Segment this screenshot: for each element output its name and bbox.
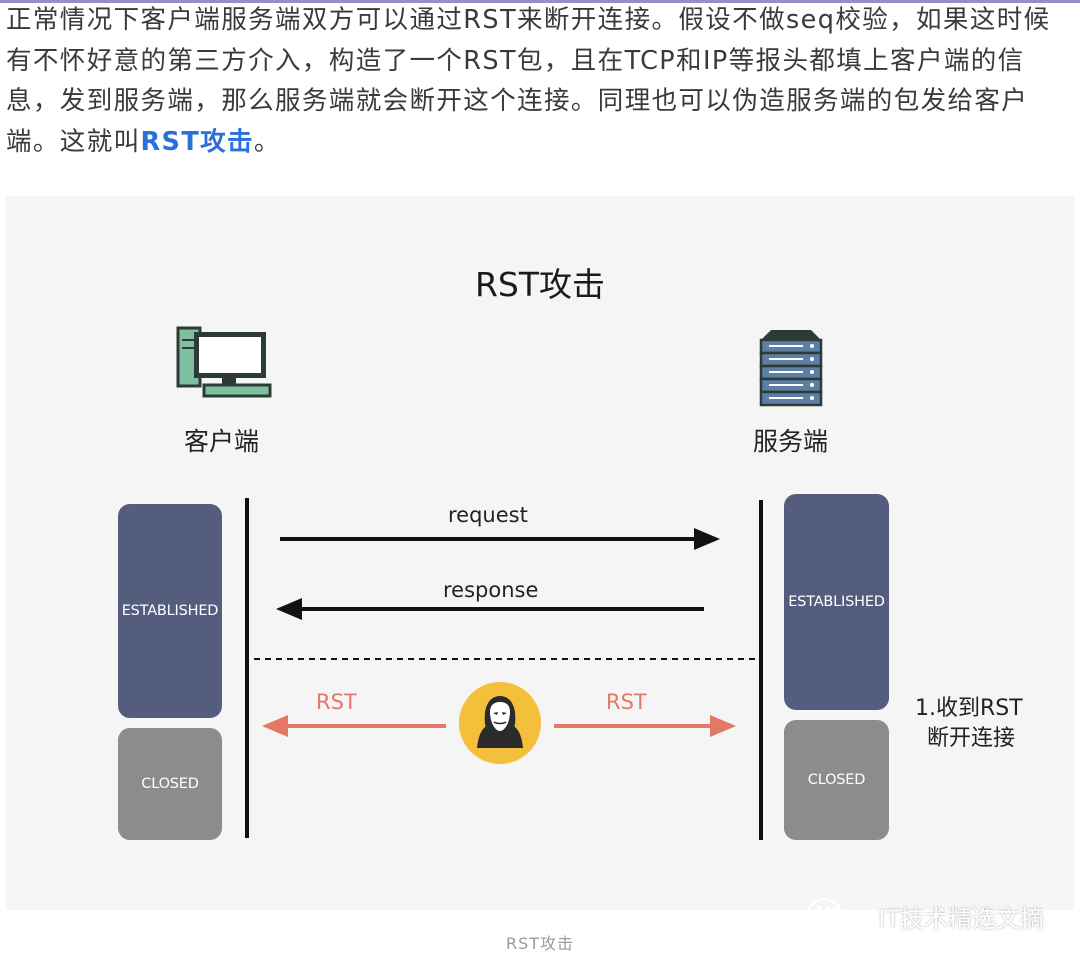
request-arrow <box>280 528 720 550</box>
response-arrow <box>276 598 704 620</box>
computer-icon <box>176 326 272 398</box>
client-closed-state: CLOSED <box>118 728 222 840</box>
rst-right-label: RST <box>606 690 647 714</box>
paragraph-text: 正常情况下客户端服务端双方可以通过RST来断开连接。假设不做seq校验，如果这时… <box>6 5 1051 157</box>
server-note: 1.收到RST 断开连接 <box>915 694 1023 754</box>
paragraph-end: 。 <box>253 126 281 157</box>
server-lifeline <box>759 500 763 840</box>
wechat-icon <box>808 898 850 931</box>
server-established-state: ESTABLISHED <box>784 494 889 710</box>
rst-right-arrow <box>554 715 736 737</box>
top-accent-bar <box>0 0 1080 3</box>
response-label: response <box>443 578 539 602</box>
request-label: request <box>448 503 528 527</box>
paragraph-highlight: RST攻击 <box>140 126 254 157</box>
note-line-1: 1.收到RST <box>915 696 1023 721</box>
note-line-2: 断开连接 <box>927 726 1016 751</box>
server-closed-state: CLOSED <box>784 720 889 840</box>
client-label: 客户端 <box>184 427 260 456</box>
hacker-icon <box>459 682 541 764</box>
figure-caption: RST攻击 <box>505 934 575 953</box>
rst-attack-figure: RST攻击 客户端 服务端 ESTABLISHED CLOSED ESTABLI… <box>6 196 1074 910</box>
client-established-state: ESTABLISHED <box>118 504 222 718</box>
dashed-divider <box>254 658 758 660</box>
client-lifeline <box>245 498 249 838</box>
diagram-title: RST攻击 <box>474 265 606 304</box>
server-label: 服务端 <box>753 427 829 456</box>
watermark-text: IT技术精选文摘 <box>878 905 1044 933</box>
rst-left-arrow <box>262 715 446 737</box>
server-rack-icon <box>759 330 823 407</box>
article-paragraph: 正常情况下客户端服务端双方可以通过RST来断开连接。假设不做seq校验，如果这时… <box>6 0 1076 162</box>
rst-left-label: RST <box>316 690 357 714</box>
